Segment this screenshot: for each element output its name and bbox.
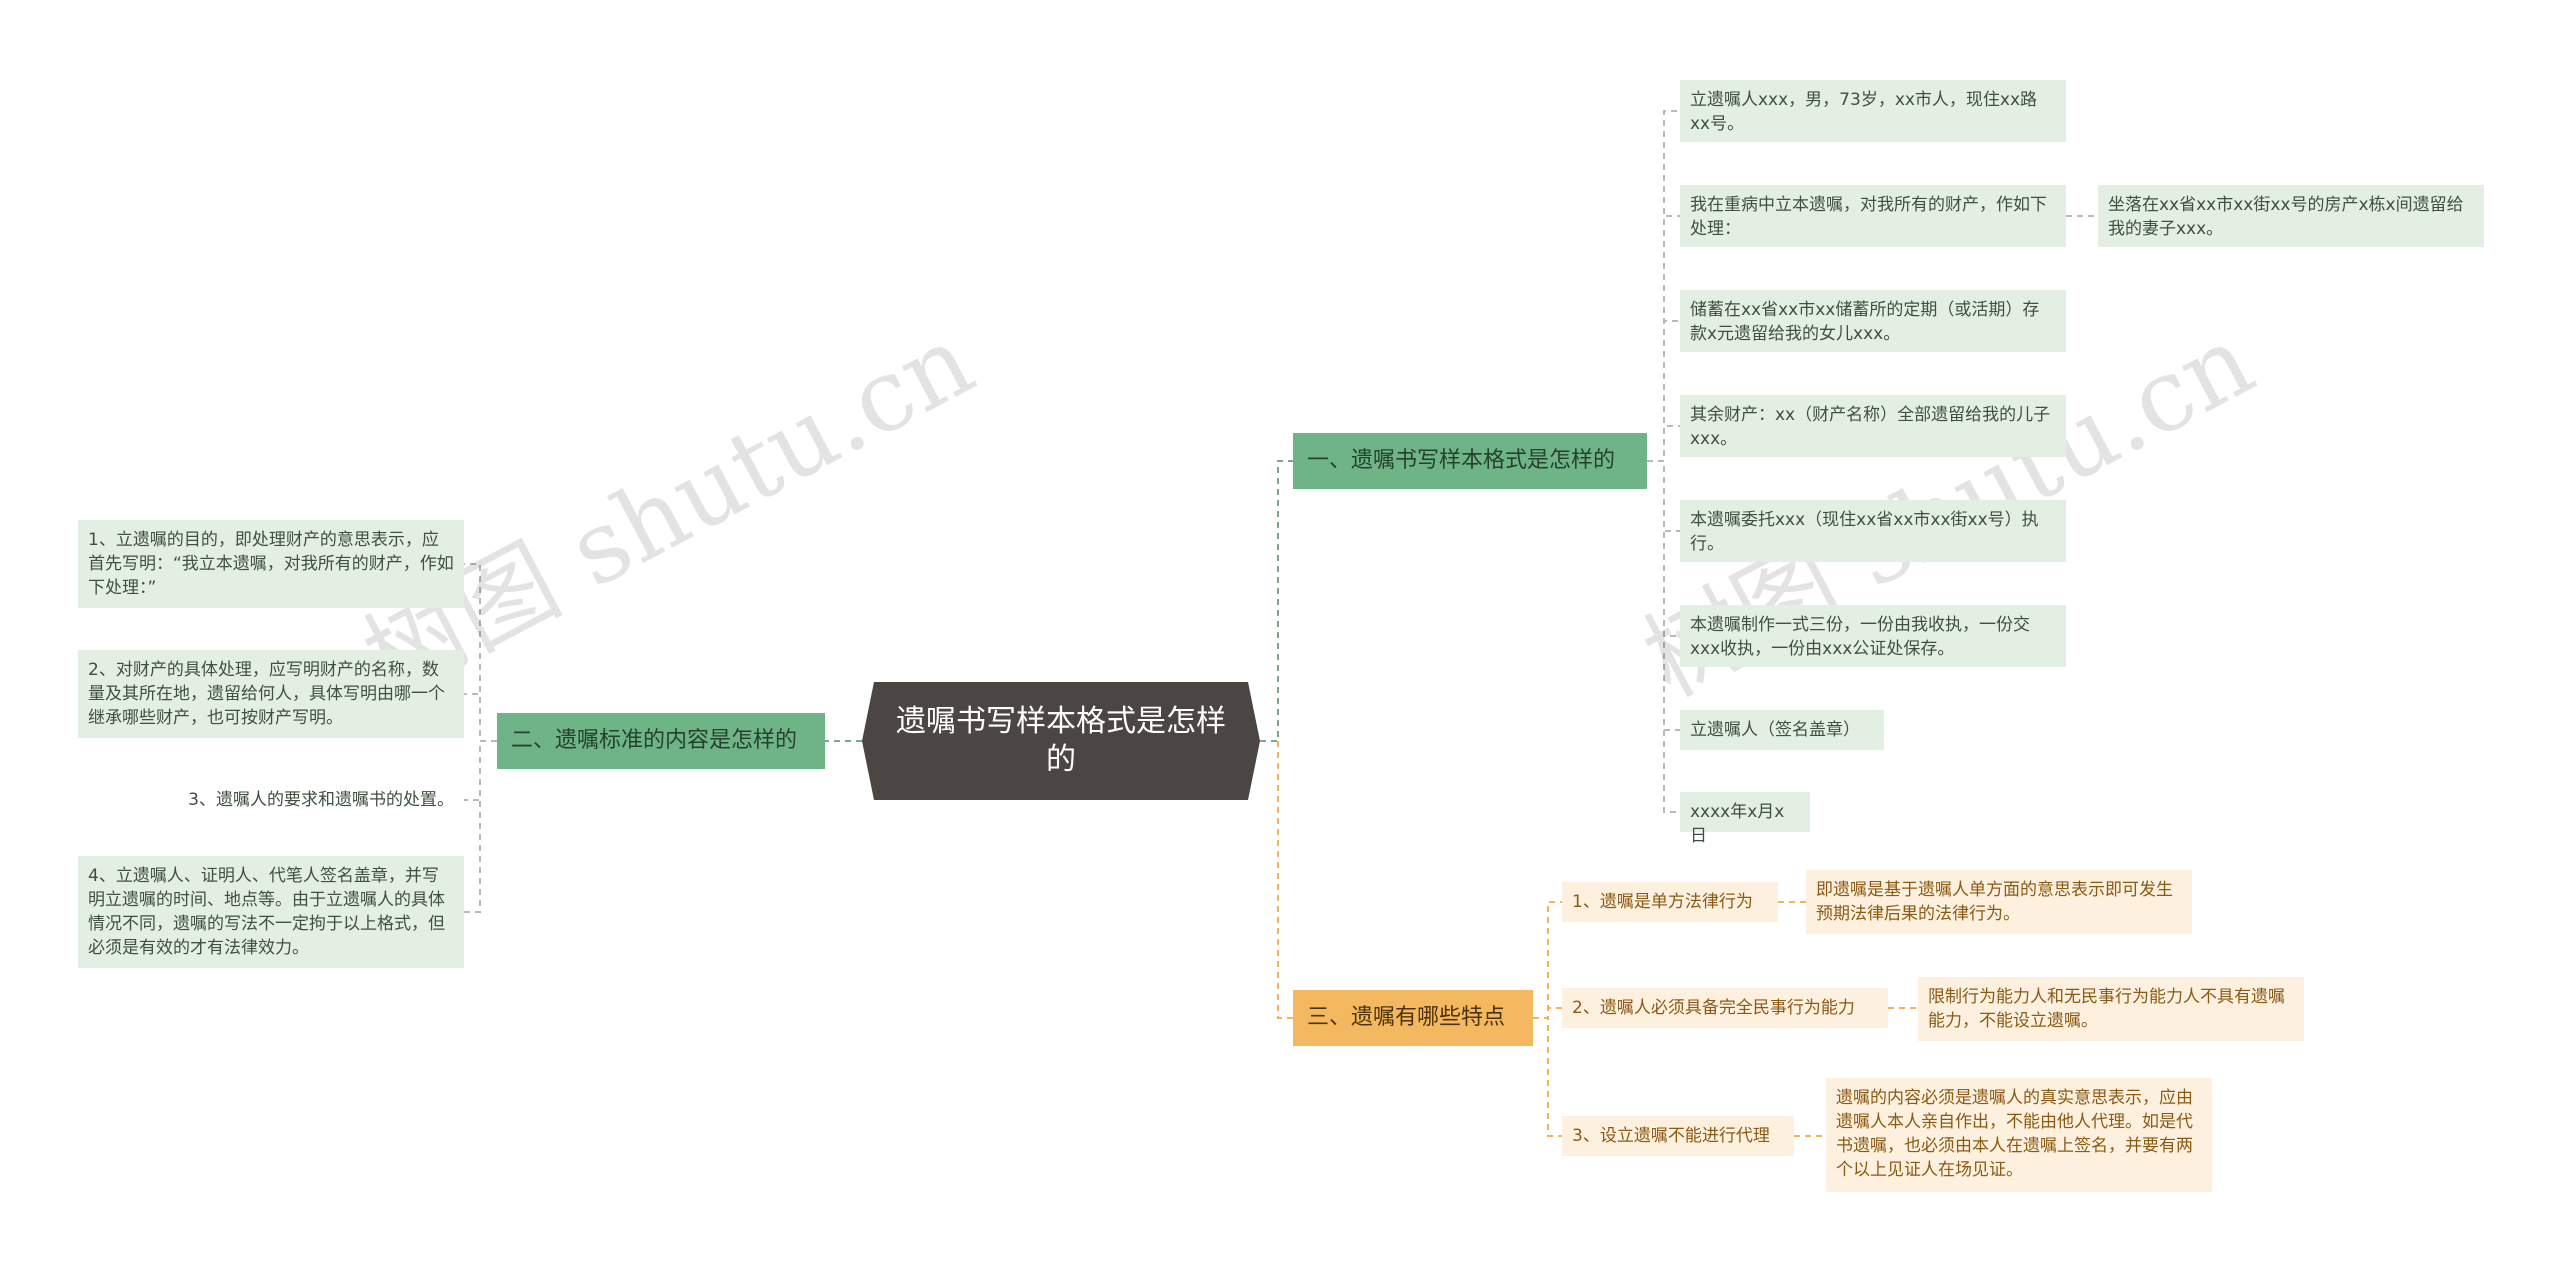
leaf-text: 3、设立遗嘱不能进行代理 <box>1572 1126 1770 1146</box>
leaf-text: 我在重病中立本遗嘱，对我所有的财产，作如下处理： <box>1690 195 2047 239</box>
leaf-item[interactable]: 2、对财产的具体处理，应写明财产的名称，数量及其所在地，遗留给何人，具体写明由哪… <box>78 650 464 738</box>
leaf-text: 即遗嘱是基于遗嘱人单方面的意思表示即可发生预期法律后果的法律行为。 <box>1816 880 2173 924</box>
branch-standard-content[interactable]: 二、遗嘱标准的内容是怎样的 <box>497 713 825 769</box>
connector-line <box>1647 320 1680 462</box>
leaf-text: 其余财产：xx（财产名称）全部遗留给我的儿子xxx。 <box>1690 405 2051 449</box>
leaf-item[interactable]: 1、遗嘱是单方法律行为 <box>1562 882 1778 922</box>
connector-line <box>1260 460 1293 742</box>
leaf-text: 储蓄在xx省xx市xx储蓄所的定期（或活期）存款x元遗留给我的女儿xxx。 <box>1690 300 2040 344</box>
leaf-item[interactable]: 储蓄在xx省xx市xx储蓄所的定期（或活期）存款x元遗留给我的女儿xxx。 <box>1680 290 2066 352</box>
connector-line <box>1277 741 1293 1019</box>
branch-label: 二、遗嘱标准的内容是怎样的 <box>511 728 798 753</box>
leaf-text: 立遗嘱人xxx，男，73岁，xx市人，现住xx路xx号。 <box>1690 90 2038 134</box>
leaf-text: xxxx年x月x日 <box>1690 802 1785 846</box>
branch-format-sample[interactable]: 一、遗嘱书写样本格式是怎样的 <box>1293 433 1647 489</box>
connector-line <box>1647 425 1680 462</box>
leaf-text: 1、遗嘱是单方法律行为 <box>1572 892 1753 912</box>
leaf-detail[interactable]: 遗嘱的内容必须是遗嘱人的真实意思表示，应由遗嘱人本人亲自作出，不能由他人代理。如… <box>1826 1078 2212 1192</box>
leaf-item[interactable]: 立遗嘱人（签名盖章） <box>1680 710 1884 750</box>
leaf-item[interactable]: 坐落在xx省xx市xx街xx号的房产x栋x间遗留给我的妻子xxx。 <box>2098 185 2484 247</box>
branch-label: 一、遗嘱书写样本格式是怎样的 <box>1307 448 1616 473</box>
central-topic[interactable]: 遗嘱书写样本格式是怎样的 <box>862 682 1260 800</box>
connector-line <box>464 740 497 913</box>
leaf-text: 立遗嘱人（签名盖章） <box>1690 720 1860 740</box>
branch-characteristics[interactable]: 三、遗嘱有哪些特点 <box>1293 990 1533 1046</box>
leaf-text: 坐落在xx省xx市xx街xx号的房产x栋x间遗留给我的妻子xxx。 <box>2108 195 2464 239</box>
leaf-text: 2、遗嘱人必须具备完全民事行为能力 <box>1572 998 1855 1018</box>
central-topic-label: 遗嘱书写样本格式是怎样的 <box>896 704 1226 777</box>
leaf-text: 本遗嘱委托xxx（现住xx省xx市xx街xx号）执行。 <box>1690 510 2039 554</box>
leaf-text: 2、对财产的具体处理，应写明财产的名称，数量及其所在地，遗留给何人，具体写明由哪… <box>88 660 445 728</box>
leaf-item[interactable]: 2、遗嘱人必须具备完全民事行为能力 <box>1562 988 1888 1028</box>
leaf-text: 1、立遗嘱的目的，即处理财产的意思表示，应首先写明：“我立本遗嘱，对我所有的财产… <box>88 530 454 598</box>
leaf-text: 4、立遗嘱人、证明人、代笔人签名盖章，并写明立遗嘱的时间、地点等。由于立遗嘱人的… <box>88 866 445 958</box>
leaf-item[interactable]: 3、遗嘱人的要求和遗嘱书的处置。 <box>156 780 464 820</box>
connector-line <box>1533 1017 1562 1137</box>
leaf-item[interactable]: 3、设立遗嘱不能进行代理 <box>1562 1116 1794 1156</box>
connector-line <box>1533 1007 1562 1019</box>
connector-line <box>1647 215 1680 462</box>
leaf-item[interactable]: 1、立遗嘱的目的，即处理财产的意思表示，应首先写明：“我立本遗嘱，对我所有的财产… <box>78 520 464 608</box>
leaf-item[interactable]: 其余财产：xx（财产名称）全部遗留给我的儿子xxx。 <box>1680 395 2066 457</box>
leaf-item[interactable]: 4、立遗嘱人、证明人、代笔人签名盖章，并写明立遗嘱的时间、地点等。由于立遗嘱人的… <box>78 856 464 968</box>
leaf-text: 3、遗嘱人的要求和遗嘱书的处置。 <box>188 790 454 810</box>
leaf-text: 遗嘱的内容必须是遗嘱人的真实意思表示，应由遗嘱人本人亲自作出，不能由他人代理。如… <box>1836 1088 2193 1180</box>
leaf-detail[interactable]: 即遗嘱是基于遗嘱人单方面的意思表示即可发生预期法律后果的法律行为。 <box>1806 870 2192 934</box>
leaf-text: 本遗嘱制作一式三份，一份由我收执，一份交xxx收执，一份由xxx公证处保存。 <box>1690 615 2030 659</box>
central-topic-shape <box>862 682 1260 800</box>
leaf-text: 限制行为能力人和无民事行为能力人不具有遗嘱能力，不能设立遗嘱。 <box>1928 987 2285 1031</box>
leaf-item[interactable]: 立遗嘱人xxx，男，73岁，xx市人，现住xx路xx号。 <box>1680 80 2066 142</box>
leaf-item[interactable]: xxxx年x月x日 <box>1680 792 1810 846</box>
leaf-item[interactable]: 本遗嘱制作一式三份，一份由我收执，一份交xxx收执，一份由xxx公证处保存。 <box>1680 605 2066 667</box>
connector-line <box>464 693 497 742</box>
connector-line <box>1647 460 1680 813</box>
connector-line <box>464 563 497 742</box>
leaf-item[interactable]: 本遗嘱委托xxx（现住xx省xx市xx街xx号）执行。 <box>1680 500 2066 562</box>
leaf-detail[interactable]: 限制行为能力人和无民事行为能力人不具有遗嘱能力，不能设立遗嘱。 <box>1918 977 2304 1041</box>
leaf-item[interactable]: 我在重病中立本遗嘱，对我所有的财产，作如下处理： <box>1680 185 2066 247</box>
connector-line <box>1533 901 1562 1019</box>
branch-label: 三、遗嘱有哪些特点 <box>1307 1005 1506 1030</box>
